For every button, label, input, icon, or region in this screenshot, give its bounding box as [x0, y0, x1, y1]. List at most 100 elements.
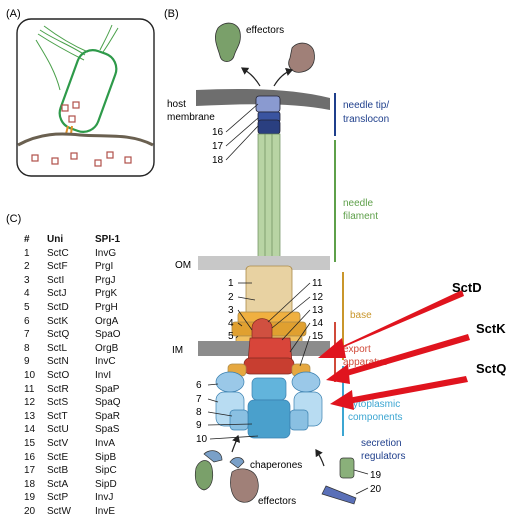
arrow-sctk	[340, 334, 470, 378]
arrow-effector-left	[241, 67, 261, 87]
label-6: 6	[196, 380, 202, 391]
host-cell-a	[17, 132, 154, 147]
label-9: 9	[196, 420, 202, 431]
table-cell-spi1: PrgJ	[95, 274, 116, 286]
table-cell-spi1: InvG	[95, 247, 117, 259]
panel-b-label: (B)	[164, 8, 179, 20]
om-label: OM	[175, 260, 191, 271]
table-cell-spi1: SpaR	[95, 410, 121, 422]
cytoplasmic-label-1: cytoplasmic	[348, 399, 400, 410]
table-cell-number: 11	[24, 383, 35, 395]
table-cell-number: 6	[24, 315, 30, 327]
table-cell-spi1: SipB	[95, 451, 117, 463]
table-cell-number: 14	[24, 424, 36, 436]
needle-tip-label-1: needle tip/	[343, 100, 389, 111]
arrowhead-sctk	[326, 364, 350, 384]
chaperones-label: chaperones	[250, 460, 302, 471]
bacterium	[35, 24, 119, 133]
table-cell-uni: SctW	[47, 505, 71, 517]
label-20: 20	[370, 484, 382, 495]
table-cell-spi1: SpaO	[95, 329, 121, 341]
needle-tip-label-2: translocon	[343, 114, 389, 125]
table-cell-number: 13	[24, 410, 36, 422]
table-cell-uni: SctF	[47, 261, 68, 273]
table-cell-spi1: SpaP	[95, 383, 120, 395]
im-label: IM	[172, 345, 183, 356]
table-cell-number: 16	[24, 451, 36, 463]
label-11: 11	[312, 278, 323, 289]
label-5: 5	[228, 331, 234, 342]
export-apparatus	[227, 318, 311, 377]
header-number: #	[24, 234, 30, 245]
table-cell-spi1: PrgK	[95, 288, 118, 300]
label-17: 17	[212, 141, 224, 152]
needle-filament-label-2: filament	[343, 211, 378, 222]
table-cell-number: 9	[24, 356, 30, 368]
table-cell-uni: SctB	[47, 465, 69, 477]
label-7: 7	[196, 394, 202, 405]
cytoplasmic-label-2: components	[348, 412, 402, 423]
label-10: 10	[196, 434, 208, 445]
table-cell-spi1: InvA	[95, 437, 116, 449]
table-cell-number: 7	[24, 329, 30, 341]
table-cell-uni: SctT	[47, 410, 68, 422]
table-header: # Uni SPI-1	[24, 233, 143, 247]
table-cell-spi1: InvJ	[95, 492, 114, 504]
export-label-2: apparatus	[343, 357, 387, 368]
table-cell-spi1: SipD	[95, 478, 117, 490]
export-label-1: export	[343, 344, 371, 355]
effector-squares-a	[31, 101, 132, 167]
table-cell-number: 8	[24, 342, 30, 354]
arrow-sctq	[348, 376, 468, 404]
table-cell-uni: SctQ	[47, 329, 70, 341]
arrow-regulator-up	[315, 449, 325, 467]
label-19: 19	[370, 470, 382, 481]
table-cell-uni: SctN	[47, 356, 69, 368]
right-number-labels: 11 12 13 14 15	[312, 278, 324, 342]
arrow-effector-right	[273, 67, 294, 87]
arrow-sctd	[324, 290, 464, 356]
label-16: 16	[212, 127, 224, 138]
chaperone-group	[194, 450, 259, 503]
table-row: 7 SctQ SpaO	[24, 328, 143, 342]
table-cell-uni: SctC	[47, 247, 69, 259]
label-1: 1	[228, 278, 234, 289]
effectors-bottom-label: effectors	[258, 496, 296, 507]
table-cell-uni: SctE	[47, 451, 69, 463]
needle-filament-label-1: needle	[343, 198, 373, 209]
callout-sctq: SctQ	[476, 361, 506, 376]
table-cell-spi1: SpaS	[95, 424, 120, 436]
label-13: 13	[312, 305, 324, 316]
effector-brown-top	[288, 42, 315, 73]
base-label: base	[350, 310, 372, 321]
regulators-label-2: regulators	[361, 451, 405, 462]
table-cell-uni: SctS	[47, 397, 69, 409]
table-cell-number: 19	[24, 492, 36, 504]
table-cell-spi1: InvE	[95, 505, 116, 517]
regulator-19	[339, 457, 355, 479]
header-spi1: SPI-1	[95, 234, 121, 245]
table-cell-uni: SctK	[47, 315, 69, 327]
table-row: 16 SctE SipB	[24, 451, 143, 465]
label-3: 3	[228, 305, 234, 316]
table-cell-uni: SctO	[47, 369, 70, 381]
table-cell-spi1: InvI	[95, 369, 112, 381]
table-cell-number: 12	[24, 397, 36, 409]
table-cell-uni: SctD	[47, 301, 69, 313]
arrowhead-sctq	[330, 390, 354, 410]
effector-green-top	[215, 22, 241, 63]
